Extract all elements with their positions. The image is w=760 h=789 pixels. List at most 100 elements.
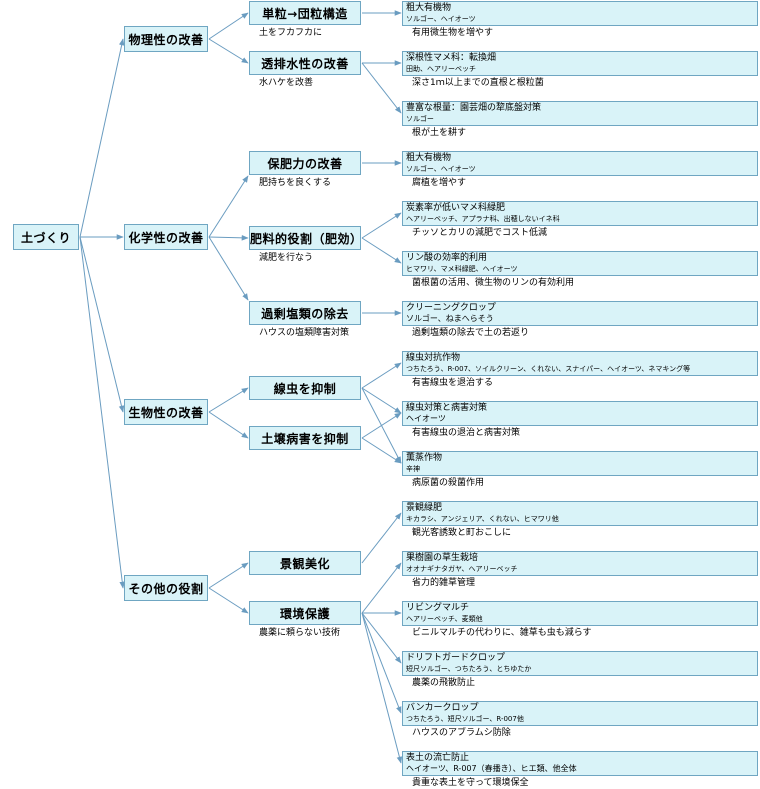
leaf-title: バンカークロップ bbox=[406, 703, 479, 713]
connector-arrow bbox=[208, 562, 249, 589]
leaf-species: つちたろう、短尺ソルゴー、R-007他 bbox=[406, 715, 524, 723]
leaf-note: 過剰塩類の除去で土の若返り bbox=[412, 328, 530, 338]
leaf-abundant-roots: 豊富な根量：園芸畑の犂底盤対策 ソルゴー bbox=[402, 101, 758, 126]
sub-note: 土をフカフカに bbox=[259, 28, 323, 38]
leaf-species: キカラシ、アンジェリア、くれない、ヒマワリ他 bbox=[406, 515, 559, 523]
connector-arrow bbox=[361, 437, 402, 464]
sub-note: ハウスの塩類障害対策 bbox=[259, 328, 350, 338]
leaf-title: 粗大有機物 bbox=[406, 153, 452, 163]
leaf-note: 観光客誘致と町おこしに bbox=[412, 528, 512, 538]
leaf-coarse-organic-2: 粗大有機物 ソルゴー、ヘイオーツ bbox=[402, 151, 758, 176]
sub-label: 線虫を抑制 bbox=[273, 381, 337, 396]
connector-arrow bbox=[361, 562, 402, 614]
connector-arrow bbox=[208, 387, 249, 413]
sub-fertilizer-retention: 保肥力の改善 bbox=[249, 151, 361, 175]
sub-label: 肥料的役割（肥効） bbox=[250, 231, 363, 246]
sub-aggregate-structure: 単粒→団粒構造 bbox=[249, 1, 361, 25]
root-node: 土づくり bbox=[13, 224, 79, 250]
category-label: 化学性の改善 bbox=[128, 230, 204, 245]
leaf-drift-guard: ドリフトガードクロップ 短尺ソルゴー、つちたろう、とちゆたか bbox=[402, 651, 758, 676]
category-biological: 生物性の改善 bbox=[124, 399, 208, 425]
connector-arrow bbox=[361, 412, 402, 439]
leaf-title: 炭素率が低いマメ科緑肥 bbox=[406, 203, 506, 213]
leaf-landscape-manure: 景観緑肥 キカラシ、アンジェリア、くれない、ヒマワリ他 bbox=[402, 501, 758, 526]
leaf-note: チッソとカリの減肥でコスト低減 bbox=[412, 228, 548, 238]
leaf-note: 有害線虫を退治する bbox=[412, 378, 494, 388]
sub-soil-disease-control: 土壌病害を抑制 bbox=[249, 426, 361, 450]
category-label: 物理性の改善 bbox=[128, 32, 204, 47]
leaf-title: 線虫対策と病害対策 bbox=[406, 403, 488, 413]
connector-arrow bbox=[208, 38, 249, 64]
leaf-species: オオナギナタガヤ、ヘアリーベッチ bbox=[406, 565, 518, 573]
sub-label: 環境保護 bbox=[279, 606, 330, 621]
sub-label: 単粒→団粒構造 bbox=[262, 6, 348, 21]
leaf-note: 農薬の飛散防止 bbox=[412, 678, 476, 688]
sub-note: 水ハケを改善 bbox=[259, 78, 314, 88]
leaf-title: 線虫対抗作物 bbox=[406, 353, 461, 363]
leaf-species: ソルゴー、ヘイオーツ bbox=[406, 165, 476, 173]
sub-drainage: 透排水性の改善 bbox=[249, 51, 361, 75]
sub-nematode-control: 線虫を抑制 bbox=[249, 376, 361, 400]
sub-note: 肥持ちを良くする bbox=[259, 178, 332, 188]
connector-arrow bbox=[361, 387, 402, 414]
leaf-note: 深さ1ｍ以上までの直根と根粒菌 bbox=[412, 78, 544, 88]
connector-arrow bbox=[208, 235, 249, 241]
leaf-nematode-antagonist: 線虫対抗作物 つちたろう、R-007、ソイルクリーン、くれない、スナイパー、ヘイ… bbox=[402, 351, 758, 376]
root-label: 土づくり bbox=[20, 230, 71, 245]
leaf-title: 薫蒸作物 bbox=[406, 453, 443, 463]
leaf-phosphate-use: リン酸の効率的利用 ヒマワリ、マメ科緑肥、ヘイオーツ bbox=[402, 251, 758, 276]
leaf-note: 省力的雑草管理 bbox=[412, 578, 476, 588]
category-physical: 物理性の改善 bbox=[124, 26, 208, 52]
connector-arrow bbox=[208, 12, 249, 40]
leaf-banker-crop: バンカークロップ つちたろう、短尺ソルゴー、R-007他 bbox=[402, 701, 758, 726]
sub-note: 減肥を行なう bbox=[259, 253, 314, 263]
sub-fertilizer-role: 肥料的役割（肥効） bbox=[249, 226, 363, 250]
connector-arrow bbox=[361, 212, 402, 239]
connector-arrow bbox=[208, 587, 249, 614]
leaf-species: 辛神 bbox=[406, 465, 420, 473]
connector-arrow bbox=[79, 236, 125, 413]
sub-label: 過剰塩類の除去 bbox=[261, 306, 349, 321]
sub-label: 保肥力の改善 bbox=[267, 156, 343, 171]
leaf-species: 短尺ソルゴー、つちたろう、とちゆたか bbox=[406, 665, 532, 673]
leaf-title: 表土の流亡防止 bbox=[406, 753, 470, 763]
leaf-species: ヘアリーベッチ、アプラナ科、出穂しないイネ科 bbox=[406, 215, 560, 223]
leaf-coarse-organic-1: 粗大有機物 ソルゴー、ヘイオーツ bbox=[402, 1, 758, 26]
category-chemical: 化学性の改善 bbox=[124, 224, 208, 250]
leaf-title: 豊富な根量：園芸畑の犂底盤対策 bbox=[406, 103, 542, 113]
connector-arrow bbox=[208, 236, 249, 301]
leaf-low-cn-legume: 炭素率が低いマメ科緑肥 ヘアリーベッチ、アプラナ科、出穂しないイネ科 bbox=[402, 201, 758, 226]
leaf-orchard-sod: 果樹園の草生栽培 オオナギナタガヤ、ヘアリーベッチ bbox=[402, 551, 758, 576]
leaf-note: ビニルマルチの代わりに、雑草も虫も減らす bbox=[412, 628, 592, 638]
leaf-note: 有用微生物を増やす bbox=[412, 28, 494, 38]
sub-note: 農薬に頼らない技術 bbox=[259, 628, 341, 638]
connector-arrow bbox=[361, 362, 402, 389]
connector-arrow bbox=[361, 612, 403, 764]
leaf-species: つちたろう、R-007、ソイルクリーン、くれない、スナイパー、ヘイオーツ、ネマキ… bbox=[406, 365, 691, 373]
leaf-deep-root-legume: 深根性マメ科：転換畑 田助、ヘアリーベッチ bbox=[402, 51, 758, 76]
connector-arrow bbox=[361, 612, 402, 664]
leaf-topsoil-erosion: 表土の流亡防止 ヘイオーツ、R-007（春播き）、ヒエ類、他全体 bbox=[402, 751, 758, 776]
leaf-title: 深根性マメ科：転換畑 bbox=[406, 53, 497, 63]
leaf-title: 粗大有機物 bbox=[406, 3, 452, 13]
leaf-species: 田助、ヘアリーベッチ bbox=[406, 65, 476, 73]
leaf-living-mulch: リビングマルチ ヘアリーベッチ、麦類他 bbox=[402, 601, 758, 626]
leaf-species: ソルゴー bbox=[406, 115, 434, 123]
category-label: 生物性の改善 bbox=[128, 405, 204, 420]
sub-salt-removal: 過剰塩類の除去 bbox=[249, 301, 361, 325]
leaf-fumigant-crop: 薫蒸作物 辛神 bbox=[402, 451, 758, 476]
category-label: その他の役割 bbox=[128, 581, 204, 596]
leaf-species: ヒマワリ、マメ科緑肥、ヘイオーツ bbox=[406, 265, 518, 273]
sub-label: 土壌病害を抑制 bbox=[261, 431, 349, 446]
leaf-title: 果樹園の草生栽培 bbox=[406, 553, 479, 563]
leaf-species: ソルゴー、ねまへらそう bbox=[406, 314, 494, 323]
leaf-note: 病原菌の殺菌作用 bbox=[412, 478, 485, 488]
sub-landscape: 景観美化 bbox=[249, 551, 361, 575]
leaf-note: 貴重な表土を守って環境保全 bbox=[412, 778, 529, 788]
leaf-species: ヘアリーベッチ、麦類他 bbox=[406, 615, 483, 623]
leaf-title: リビングマルチ bbox=[406, 603, 470, 613]
connector-arrow bbox=[79, 38, 125, 238]
leaf-note: 有害線虫の退治と病害対策 bbox=[412, 428, 521, 438]
connector-arrow bbox=[361, 612, 402, 714]
connector-arrow bbox=[79, 236, 126, 589]
